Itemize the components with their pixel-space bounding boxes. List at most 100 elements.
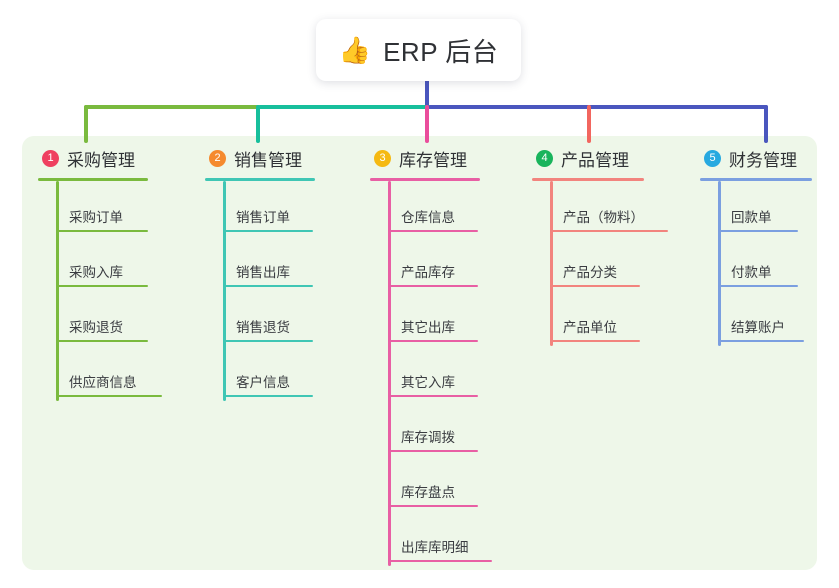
branch-item-label: 付款单 bbox=[731, 265, 772, 280]
branch-item-label: 库存调拨 bbox=[401, 430, 455, 445]
branch-item-underline bbox=[56, 395, 162, 397]
branch-index-badge: 4 bbox=[536, 149, 553, 167]
branch-header-2[interactable]: 2 销售管理 bbox=[205, 143, 350, 173]
branch-item-underline bbox=[550, 230, 668, 232]
branch-item[interactable]: 产品单位 bbox=[532, 291, 692, 346]
branch-item[interactable]: 付款单 bbox=[700, 236, 830, 291]
branch-item[interactable]: 销售退货 bbox=[205, 291, 350, 346]
branch-item-underline bbox=[223, 285, 313, 287]
branch-item[interactable]: 其它入库 bbox=[370, 346, 520, 401]
branch-item-list: 采购订单采购入库采购退货供应商信息 bbox=[38, 181, 188, 401]
branch-item[interactable]: 仓库信息 bbox=[370, 181, 520, 236]
branch-column-2: 2 销售管理销售订单销售出库销售退货客户信息 bbox=[205, 143, 350, 401]
branch-item-underline bbox=[388, 285, 478, 287]
branch-item-label: 库存盘点 bbox=[401, 485, 455, 500]
branch-item[interactable]: 采购退货 bbox=[38, 291, 188, 346]
branch-item-underline bbox=[56, 230, 148, 232]
branch-title: 销售管理 bbox=[234, 150, 302, 170]
branch-item-underline bbox=[550, 340, 640, 342]
branch-item[interactable]: 产品（物料） bbox=[532, 181, 692, 236]
branch-item[interactable]: 销售订单 bbox=[205, 181, 350, 236]
root-node[interactable]: 👍 ERP 后台 bbox=[316, 19, 521, 81]
branch-header-1[interactable]: 1 采购管理 bbox=[38, 143, 188, 173]
branch-spine bbox=[388, 181, 391, 566]
bus-segment-blue bbox=[428, 105, 768, 109]
drop-connector-5 bbox=[764, 105, 768, 143]
branch-item[interactable]: 采购订单 bbox=[38, 181, 188, 236]
branch-item-label: 其它入库 bbox=[401, 375, 455, 390]
branch-item-underline bbox=[56, 340, 148, 342]
branch-item[interactable]: 回款单 bbox=[700, 181, 830, 236]
branch-item-underline bbox=[388, 230, 478, 232]
branch-item-underline bbox=[223, 230, 313, 232]
branch-item-underline bbox=[388, 450, 478, 452]
drop-connector-1 bbox=[84, 105, 88, 143]
branch-item[interactable]: 产品库存 bbox=[370, 236, 520, 291]
branch-item-label: 产品库存 bbox=[401, 265, 455, 280]
branch-item-label: 产品分类 bbox=[563, 265, 617, 280]
branch-item-underline bbox=[550, 285, 640, 287]
branch-item-label: 其它出库 bbox=[401, 320, 455, 335]
branch-item-underline bbox=[718, 230, 798, 232]
branch-item-underline bbox=[223, 395, 313, 397]
branch-item-label: 结算账户 bbox=[731, 320, 785, 335]
thumbs-up-icon: 👍 bbox=[338, 35, 372, 65]
branch-item-label: 采购入库 bbox=[69, 265, 123, 280]
branch-item-underline bbox=[56, 285, 148, 287]
branch-item[interactable]: 采购入库 bbox=[38, 236, 188, 291]
branch-item-label: 供应商信息 bbox=[69, 375, 137, 390]
branch-item-list: 回款单付款单结算账户 bbox=[700, 181, 830, 346]
branch-item[interactable]: 库存盘点 bbox=[370, 456, 520, 511]
branch-item[interactable]: 结算账户 bbox=[700, 291, 830, 346]
branch-item-list: 销售订单销售出库销售退货客户信息 bbox=[205, 181, 350, 401]
branch-item-label: 产品单位 bbox=[563, 320, 617, 335]
branch-item-underline bbox=[388, 395, 478, 397]
branch-header-4[interactable]: 4 产品管理 bbox=[532, 143, 692, 173]
branch-item-label: 销售出库 bbox=[236, 265, 290, 280]
branch-item[interactable]: 供应商信息 bbox=[38, 346, 188, 401]
branch-item-label: 产品（物料） bbox=[563, 210, 644, 225]
drop-connector-3 bbox=[425, 105, 429, 143]
branch-title: 采购管理 bbox=[67, 150, 135, 170]
branch-index-badge: 1 bbox=[42, 149, 59, 167]
branch-column-4: 4 产品管理产品（物料） 产品分类产品单位 bbox=[532, 143, 692, 346]
branch-item[interactable]: 出库库明细 bbox=[370, 511, 520, 566]
branch-item-underline bbox=[388, 340, 478, 342]
branch-item-underline bbox=[388, 560, 492, 562]
branch-item-underline bbox=[223, 340, 313, 342]
diagram-background-panel bbox=[22, 136, 817, 570]
branch-item[interactable]: 库存调拨 bbox=[370, 401, 520, 456]
branch-spine bbox=[718, 181, 721, 346]
branch-spine bbox=[223, 181, 226, 401]
branch-item-underline bbox=[718, 340, 804, 342]
branch-spine bbox=[56, 181, 59, 401]
branch-item[interactable]: 客户信息 bbox=[205, 346, 350, 401]
bus-segment-teal bbox=[258, 105, 430, 109]
branch-index-badge: 5 bbox=[704, 149, 721, 167]
branch-item-label: 出库库明细 bbox=[401, 540, 469, 555]
branch-header-5[interactable]: 5 财务管理 bbox=[700, 143, 830, 173]
branch-item-underline bbox=[388, 505, 478, 507]
branch-item-label: 销售退货 bbox=[236, 320, 290, 335]
drop-connector-2 bbox=[256, 105, 260, 143]
branch-title: 财务管理 bbox=[729, 150, 797, 170]
branch-underline bbox=[38, 178, 148, 181]
branch-title: 产品管理 bbox=[561, 150, 629, 170]
root-stem-connector bbox=[425, 80, 429, 106]
bus-segment-green bbox=[84, 105, 260, 109]
branch-index-badge: 2 bbox=[209, 149, 226, 167]
branch-index-badge: 3 bbox=[374, 149, 391, 167]
branch-item[interactable]: 产品分类 bbox=[532, 236, 692, 291]
branch-item[interactable]: 其它出库 bbox=[370, 291, 520, 346]
drop-connector-4 bbox=[587, 105, 591, 143]
branch-item-label: 采购订单 bbox=[69, 210, 123, 225]
branch-item[interactable]: 销售出库 bbox=[205, 236, 350, 291]
branch-underline bbox=[700, 178, 812, 181]
branch-item-label: 采购退货 bbox=[69, 320, 123, 335]
branch-underline bbox=[370, 178, 480, 181]
branch-item-label: 销售订单 bbox=[236, 210, 290, 225]
